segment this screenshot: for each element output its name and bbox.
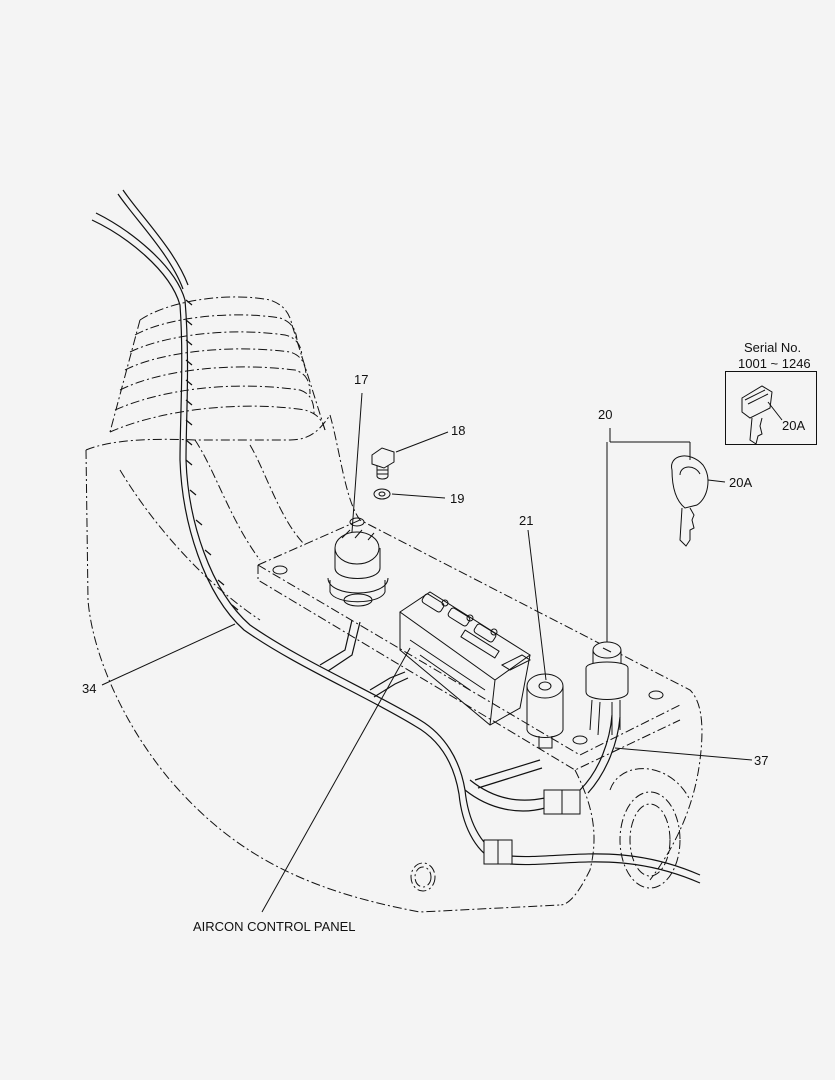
label-aircon-control-panel: AIRCON CONTROL PANEL (193, 919, 356, 934)
inset-key (741, 385, 773, 445)
console-body-outline (85, 296, 703, 913)
aircon-panel-body (399, 591, 532, 726)
label-18: 18 (451, 423, 466, 438)
washer-19 (373, 488, 391, 500)
label-37: 37 (754, 753, 769, 768)
label-34: 34 (82, 681, 97, 696)
leader-lines (101, 392, 783, 913)
label-21: 21 (519, 513, 534, 528)
panel-holes (272, 517, 664, 745)
label-20: 20 (598, 407, 613, 422)
switch-21 (526, 673, 564, 749)
label-20a-inset: 20A (782, 418, 806, 433)
harness-connectors (483, 789, 581, 865)
key-20a (671, 455, 709, 547)
label-19: 19 (450, 491, 465, 506)
serial-inset-box (725, 371, 817, 445)
serial-title: Serial No. (744, 340, 802, 355)
screw-18 (371, 447, 395, 480)
key-switch-20 (585, 641, 629, 736)
socket-17 (327, 529, 389, 607)
label-20a: 20A (729, 475, 753, 490)
main-harness (91, 189, 701, 884)
label-17: 17 (354, 372, 369, 387)
serial-range: 1001 ~ 1246 (738, 356, 811, 371)
